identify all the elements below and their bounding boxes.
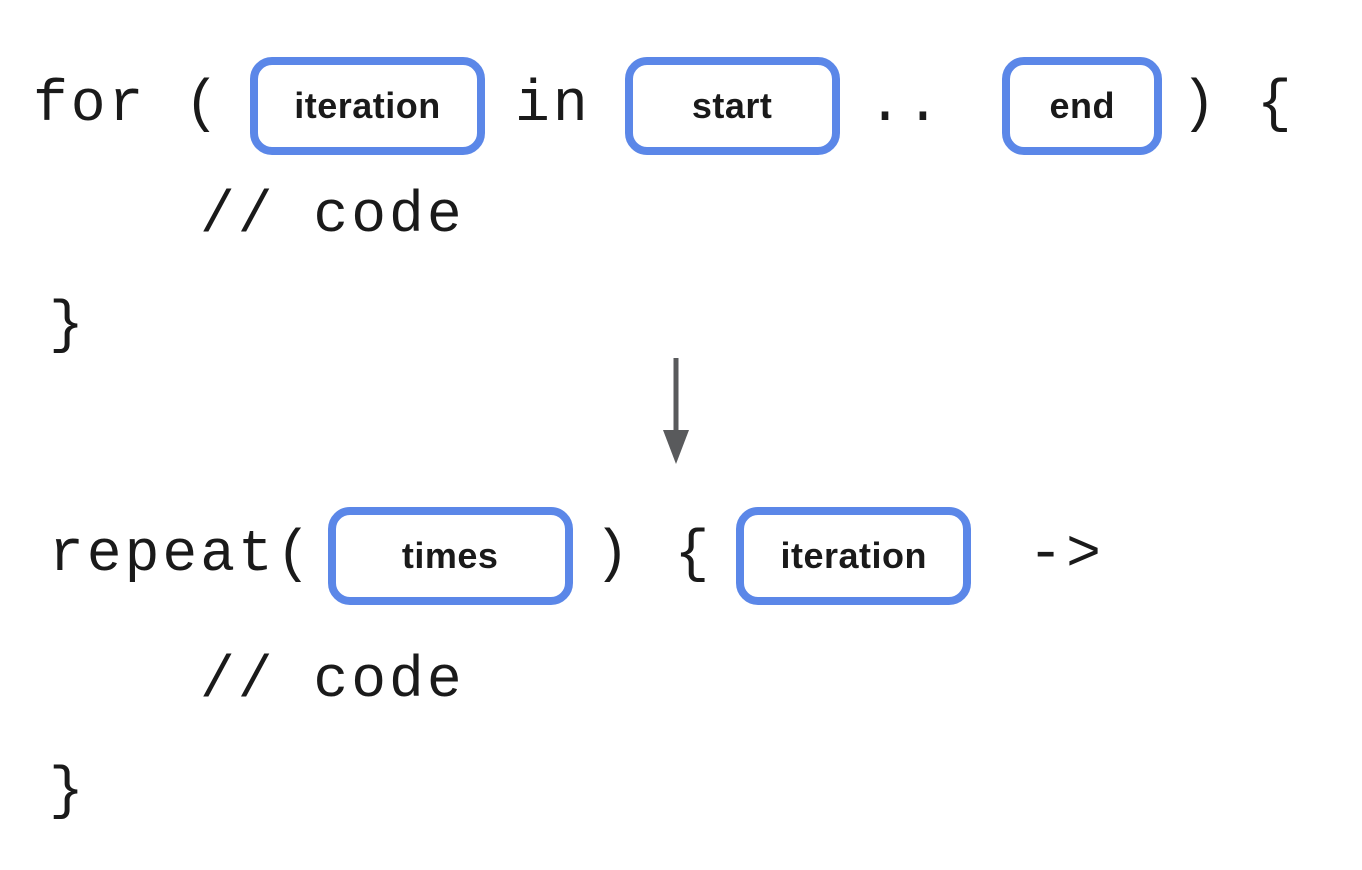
repeat-signature-line: repeat( times ) { iteration ->	[49, 507, 1104, 605]
for-keyword: for (	[33, 73, 223, 138]
slot-times-label: times	[401, 535, 499, 576]
slot-end: end	[1002, 57, 1163, 155]
slot-start: start	[624, 57, 840, 155]
slot-iteration-2-label: iteration	[780, 535, 928, 576]
down-arrow-icon	[663, 358, 689, 464]
slot-iteration: iteration	[250, 57, 486, 155]
range-operator: ..	[867, 73, 944, 138]
repeat-body-comment: // code	[200, 649, 465, 714]
slot-iteration-label: iteration	[294, 85, 441, 126]
slot-times: times	[327, 507, 573, 605]
slot-end-label: end	[1049, 85, 1116, 126]
open-brace: {	[674, 523, 713, 588]
repeat-keyword: repeat(	[49, 523, 314, 588]
repeat-close-brace: }	[49, 760, 87, 825]
for-signature-line: for ( iteration in start .. end ) {	[33, 57, 1295, 155]
in-keyword: in	[515, 73, 591, 138]
close-paren: )	[594, 523, 633, 588]
slot-start-label: start	[691, 85, 773, 126]
close-paren-open-brace: ) {	[1181, 73, 1295, 138]
slot-iteration-2: iteration	[736, 507, 972, 605]
for-close-brace: }	[49, 294, 87, 359]
lambda-arrow: ->	[1028, 523, 1104, 588]
for-body-comment: // code	[200, 184, 465, 249]
